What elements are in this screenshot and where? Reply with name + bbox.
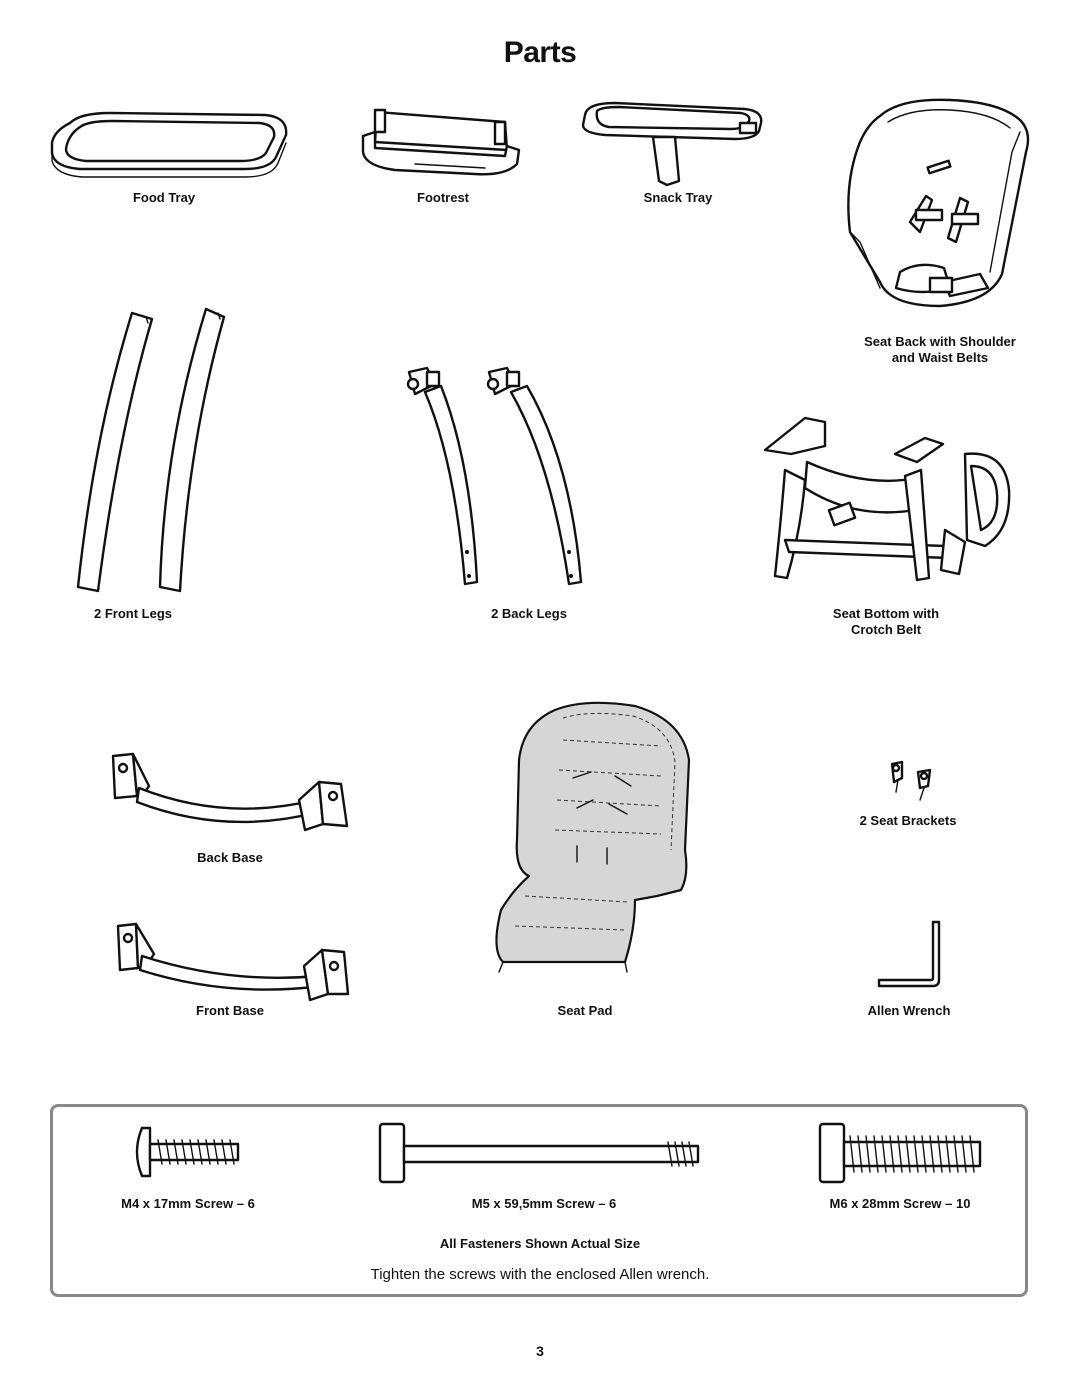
footrest-label: Footrest bbox=[417, 190, 469, 205]
m4-screw-label: M4 x 17mm Screw – 6 bbox=[121, 1196, 255, 1211]
back-base-label: Back Base bbox=[197, 850, 263, 865]
seat-brackets-label: 2 Seat Brackets bbox=[859, 813, 957, 828]
seat-bottom-label-line2: Crotch Belt bbox=[850, 622, 922, 637]
back-legs-label: 2 Back Legs bbox=[491, 606, 567, 621]
fasteners-panel bbox=[50, 1104, 1028, 1297]
seat-back-label-line1: Seat Back with Shoulder bbox=[864, 334, 1016, 349]
allen-wrench-illustration bbox=[877, 920, 941, 988]
snack-tray-illustration bbox=[581, 101, 763, 187]
front-legs-label: 2 Front Legs bbox=[93, 606, 172, 621]
food-tray-illustration bbox=[50, 111, 288, 178]
m5-screw-label: M5 x 59,5mm Screw – 6 bbox=[471, 1196, 617, 1211]
seat-pad-label: Seat Pad bbox=[557, 1003, 613, 1018]
seat-back-illustration bbox=[847, 98, 1030, 308]
food-tray-label: Food Tray bbox=[132, 190, 196, 205]
back-legs-illustration bbox=[406, 366, 583, 586]
back-base-illustration bbox=[111, 752, 349, 832]
seat-pad-illustration bbox=[495, 701, 691, 973]
front-base-illustration bbox=[116, 922, 350, 1002]
instruction-text: Tighten the screws with the enclosed All… bbox=[370, 1266, 710, 1283]
page-number: 3 bbox=[536, 1343, 544, 1359]
page-title: Parts bbox=[503, 36, 577, 69]
seat-bottom-illustration bbox=[763, 416, 1011, 582]
m4-screw-illustration bbox=[135, 1126, 240, 1178]
m5-screw-illustration bbox=[378, 1122, 700, 1184]
m6-screw-illustration bbox=[818, 1122, 982, 1184]
actual-size-note: All Fasteners Shown Actual Size bbox=[439, 1236, 641, 1251]
seat-brackets-illustration bbox=[890, 760, 932, 801]
m6-screw-label: M6 x 28mm Screw – 10 bbox=[829, 1196, 971, 1211]
front-legs-illustration bbox=[76, 307, 226, 593]
seat-back-label-line2: and Waist Belts bbox=[891, 350, 989, 365]
snack-tray-label: Snack Tray bbox=[643, 190, 713, 205]
footrest-illustration bbox=[361, 108, 521, 176]
allen-wrench-label: Allen Wrench bbox=[867, 1003, 951, 1018]
seat-bottom-label-line1: Seat Bottom with bbox=[832, 606, 940, 621]
front-base-label: Front Base bbox=[196, 1003, 264, 1018]
